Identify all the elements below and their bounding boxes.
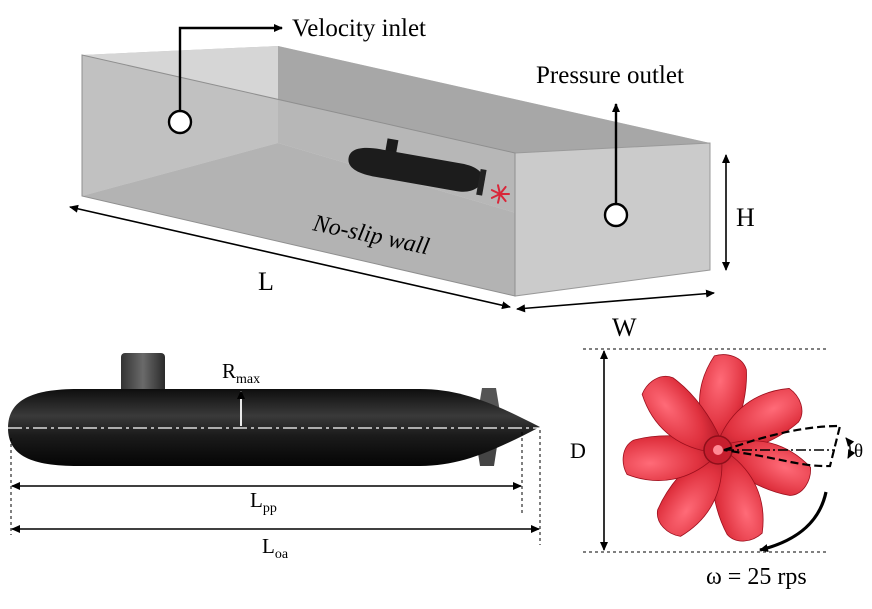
rotation-arrow: [759, 491, 828, 552]
domain-sub-fin: [476, 168, 487, 196]
mini-propeller-blade: [497, 193, 501, 204]
mini-propeller-blade: [499, 185, 507, 195]
inlet-marker: [167, 24, 283, 135]
domain-propeller-marker: [490, 184, 510, 204]
mini-propeller-blade: [490, 193, 501, 199]
pitch-angle-label: θ: [854, 441, 863, 462]
propeller-blade: [641, 376, 722, 452]
lpp-label: Lpp: [250, 488, 277, 516]
rmax-label: Rmax: [222, 359, 260, 387]
propeller-hub-center: [713, 445, 723, 455]
propeller: [622, 354, 811, 542]
domain-sub-hull: [348, 147, 485, 192]
inlet-arrow: [178, 24, 283, 110]
mini-propeller-blade: [490, 189, 501, 195]
pressure-outlet-label: Pressure outlet: [536, 62, 684, 89]
domain-sub-sail: [385, 138, 399, 155]
loa-label: Loa: [262, 534, 289, 562]
width-dimension-arrow: [516, 289, 715, 313]
outlet-marker: [603, 103, 629, 228]
pitch-section-outline: [723, 424, 842, 468]
diameter-label: D: [570, 438, 586, 463]
height-label: H: [736, 203, 755, 232]
submarine-hull-view: [8, 353, 540, 466]
pitch-angle-indicator: [723, 424, 856, 468]
rotation-speed-label: ω = 25 rps: [706, 564, 807, 590]
length-label: L: [258, 267, 274, 296]
width-label: W: [612, 313, 637, 342]
length-dimension-arrow: [69, 204, 511, 310]
submarine-in-domain: [348, 138, 487, 196]
sail: [121, 353, 165, 395]
inlet-circle: [167, 109, 193, 135]
outlet-circle: [603, 202, 629, 228]
velocity-inlet-label: Velocity inlet: [292, 15, 426, 42]
mini-propeller-blade: [497, 184, 501, 195]
hull-body: [8, 389, 540, 466]
pitch-angle-arc: [845, 437, 856, 459]
mini-propeller-blade: [499, 193, 507, 203]
